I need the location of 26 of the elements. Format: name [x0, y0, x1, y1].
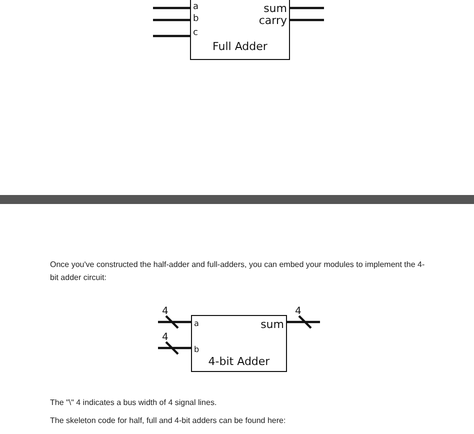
port-label: b [193, 15, 199, 24]
adder-block [191, 315, 287, 372]
wire [153, 6, 190, 10]
port-label: carry [258, 15, 287, 26]
port-label: sum [264, 3, 287, 14]
wire [290, 6, 324, 10]
paragraph: The "\" 4 indicates a bus width of 4 signal lines. [50, 397, 218, 409]
block-title: 4-bit Adder [207, 356, 271, 367]
port-label: b [194, 346, 200, 354]
paragraph: Once you've constructed the half-adder and full-adders, you can embed your modules to implement the 4-bit adder circuit: [50, 259, 426, 284]
wire [153, 18, 190, 22]
port-label: a [193, 3, 199, 12]
bus-wire [286, 314, 322, 330]
port-label: a [194, 320, 199, 328]
paragraph: The skeleton code for half, full and 4-bit adders can be found here: [50, 415, 287, 427]
bus-wire [156, 314, 192, 330]
wire [290, 18, 324, 22]
port-label: c [193, 29, 198, 38]
wire [153, 34, 190, 38]
bus-width-label: 4 [162, 307, 168, 317]
bus-width-label: 4 [295, 307, 302, 317]
bus-wire [156, 340, 192, 356]
block-title: Full Adder [212, 41, 268, 52]
port-label: sum [260, 319, 284, 330]
adder-block [190, 0, 290, 60]
bus-width-label: 4 [162, 333, 168, 343]
